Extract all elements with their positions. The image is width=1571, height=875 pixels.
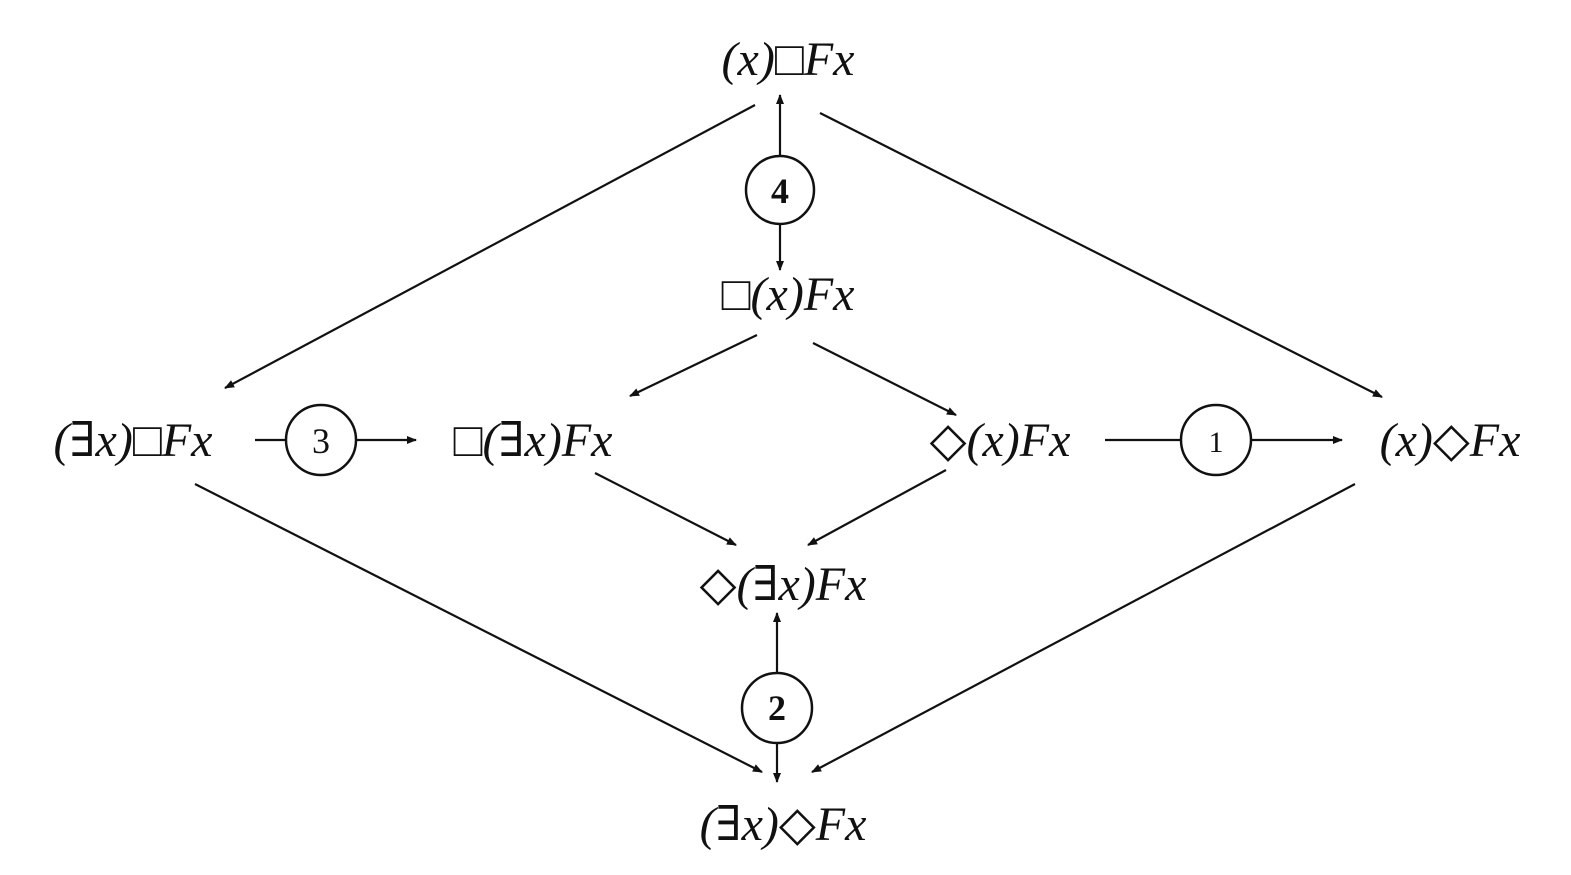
marker-2-label: 2 [768, 688, 786, 728]
marker-3-label: 3 [312, 421, 330, 461]
edges [194, 94, 1383, 783]
marker-1: 1 [1179, 403, 1253, 477]
edge-top-to-exists-box [224, 104, 756, 389]
marker-1-label: 1 [1209, 426, 1224, 459]
edge-exists-box-to-bottom [194, 483, 763, 773]
node-exists-box: (∃x)□Fx [54, 414, 213, 467]
marker-3: 3 [284, 403, 358, 477]
marker-4: 4 [744, 154, 816, 226]
node-bottom: (∃x)◇Fx [700, 798, 867, 851]
node-forall-diamond: (x)◇Fx [1380, 414, 1521, 467]
node-diamond-forall: ◇(x)Fx [930, 414, 1071, 467]
marker-4-label: 4 [771, 171, 789, 211]
node-top: (x)□Fx [722, 33, 855, 86]
edge-box-forall-to-diamond-forall [812, 342, 957, 416]
node-diamond-exists: ◇(∃x)Fx [700, 558, 867, 611]
edge-forall-diamond-to-bottom [811, 483, 1356, 773]
edge-box-forall-to-box-exists [629, 334, 758, 397]
node-box-exists: □(∃x)Fx [454, 414, 613, 467]
edge-diamond-forall-to-diamond-exists [807, 469, 947, 546]
edge-box-exists-to-diamond-exists [594, 472, 737, 546]
edge-top-to-forall-diamond [819, 112, 1383, 398]
node-box-forall: □(x)Fx [722, 268, 855, 321]
marker-2: 2 [740, 671, 814, 745]
